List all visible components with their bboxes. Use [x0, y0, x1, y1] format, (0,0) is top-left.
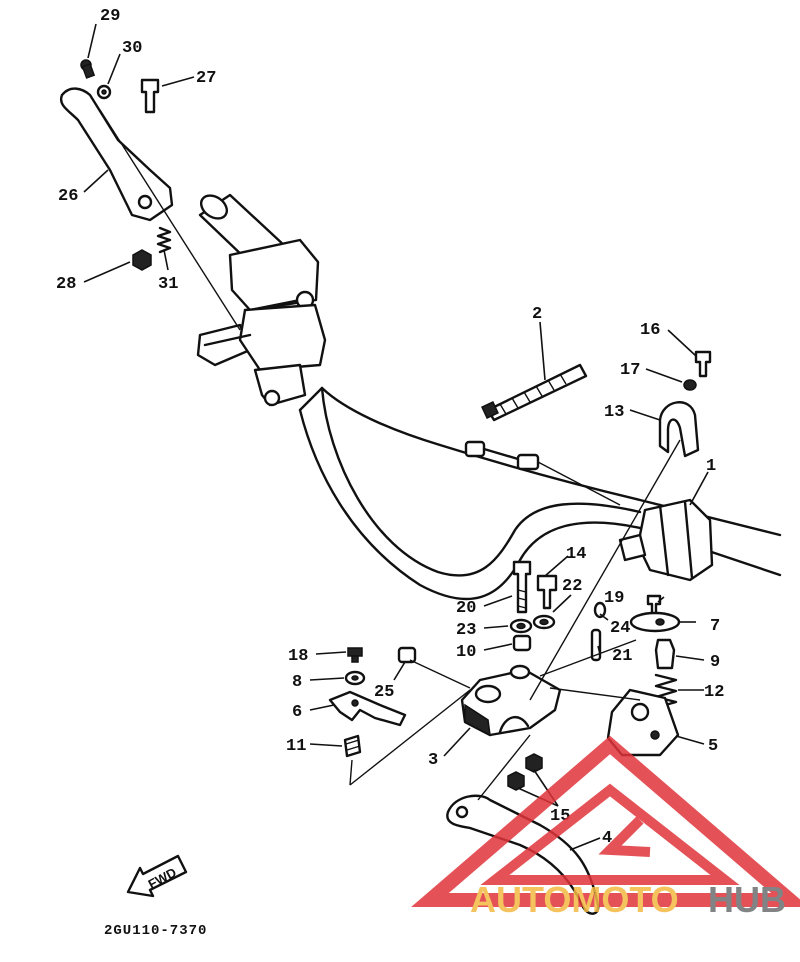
callout-10: 10 — [456, 643, 476, 662]
callout-1: 1 — [706, 457, 716, 476]
screw-19 — [646, 594, 662, 616]
callout-19: 19 — [604, 589, 624, 608]
callout-7: 7 — [710, 617, 720, 636]
washer-30 — [96, 84, 112, 100]
callout-28: 28 — [56, 275, 76, 294]
watermark-text-hub: HUB — [708, 879, 786, 920]
callout-11: 11 — [286, 737, 306, 756]
pivot-bolt-27 — [140, 78, 160, 114]
callout-4: 4 — [602, 829, 612, 848]
callout-22: 22 — [562, 577, 582, 596]
spring-11 — [343, 734, 362, 758]
callout-8: 8 — [292, 673, 302, 692]
screw-16 — [694, 350, 712, 378]
collar-25 — [397, 646, 417, 664]
wire-connector — [464, 440, 621, 506]
leader-lines — [83, 23, 709, 851]
rod-21 — [590, 628, 602, 662]
diagram-code: 2GU110-7370 — [104, 923, 207, 939]
nut-28 — [132, 249, 152, 271]
callout-20: 20 — [456, 599, 476, 618]
bolt-29 — [80, 59, 96, 79]
clamp-13 — [658, 401, 700, 458]
bolt-18 — [347, 647, 363, 663]
collar-10 — [512, 634, 532, 652]
callout-18: 18 — [288, 647, 308, 666]
spring-12 — [654, 673, 678, 709]
watermark-text-auto: AUTOMOTO — [470, 879, 679, 920]
pin-24 — [593, 601, 607, 619]
callout-6: 6 — [292, 703, 302, 722]
watermark-logo: AUTOMOTO HUB — [411, 735, 800, 920]
callout-14: 14 — [566, 545, 586, 564]
watermark-triangle-icon — [411, 735, 800, 907]
callout-21: 21 — [612, 647, 632, 666]
bolt-20 — [512, 560, 532, 614]
callout-29: 29 — [100, 7, 120, 26]
plate-6 — [328, 690, 407, 727]
nut-15-upper — [525, 753, 543, 773]
right-lever-4 — [446, 794, 600, 915]
callout-12: 12 — [704, 683, 724, 702]
bolt-14 — [536, 574, 558, 610]
washer-23 — [509, 618, 533, 634]
callout-5: 5 — [708, 737, 718, 756]
right-switch-1 — [618, 498, 714, 582]
washer-22 — [532, 614, 556, 630]
adjuster-9 — [654, 638, 676, 670]
cable-tie-2 — [481, 363, 588, 422]
callout-24: 24 — [610, 619, 630, 638]
callout-17: 17 — [620, 361, 640, 380]
bracket-3 — [460, 664, 562, 737]
callout-16: 16 — [640, 321, 660, 340]
callout-9: 9 — [710, 653, 720, 672]
holder-5 — [606, 688, 680, 757]
washer-8 — [344, 670, 366, 686]
callout-2: 2 — [532, 305, 542, 324]
spring-31 — [156, 226, 172, 254]
callout-25: 25 — [374, 683, 394, 702]
callout-30: 30 — [122, 39, 142, 58]
fwd-arrow-icon: FWD — [126, 854, 188, 898]
left-lever — [59, 87, 241, 331]
callout-26: 26 — [58, 187, 78, 206]
nut-15-lower — [507, 771, 525, 791]
plate-7 — [629, 611, 681, 633]
washer-17 — [683, 379, 697, 391]
callout-27: 27 — [196, 69, 216, 88]
callout-31: 31 — [158, 275, 178, 294]
callout-13: 13 — [604, 403, 624, 422]
callout-3: 3 — [428, 751, 438, 770]
callout-23: 23 — [456, 621, 476, 640]
left-grip-assembly — [196, 193, 327, 407]
